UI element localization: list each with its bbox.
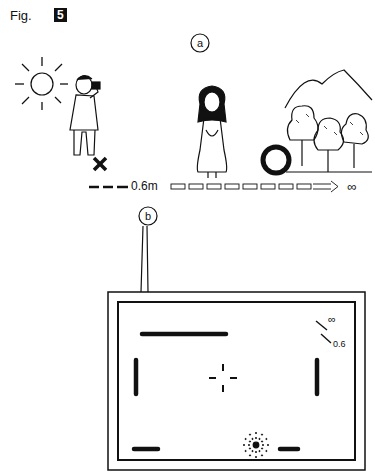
lamp-ray — [249, 434, 250, 435]
lamp-ray — [249, 455, 250, 456]
lamp-ray — [262, 444, 263, 445]
lamp-ray — [259, 438, 260, 439]
lamp-ray — [261, 455, 262, 456]
lamp-ray — [245, 438, 246, 439]
callout-letter: b — [145, 211, 151, 222]
scale-mark: 0.6 — [333, 340, 346, 349]
lamp-ray — [249, 441, 250, 442]
lamp-ray — [249, 448, 250, 449]
callout-letter: a — [197, 38, 203, 49]
lamp-ray — [245, 450, 246, 451]
figure-number: 5 — [54, 8, 67, 22]
lamp-ray — [255, 437, 256, 438]
distance-label: 0.6m — [131, 180, 158, 192]
lamp-ray — [261, 441, 262, 442]
lamp-ray — [259, 450, 260, 451]
lamp-ray — [267, 444, 268, 445]
figure-label: Fig. — [10, 9, 32, 22]
scale-mark: ∞ — [328, 314, 336, 325]
lamp-ray — [255, 432, 256, 433]
lamp-ray — [255, 456, 256, 457]
lamp-ray — [266, 438, 267, 439]
lamp-ray — [261, 448, 262, 449]
lamp-ray — [266, 450, 267, 451]
lamp-ray — [248, 444, 249, 445]
lamp-ray — [255, 451, 256, 452]
lamp-ray — [243, 444, 244, 445]
lamp-ray — [252, 450, 253, 451]
lamp-ray — [261, 434, 262, 435]
infinity-label: ∞ — [347, 180, 356, 193]
lamp-ray — [252, 438, 253, 439]
